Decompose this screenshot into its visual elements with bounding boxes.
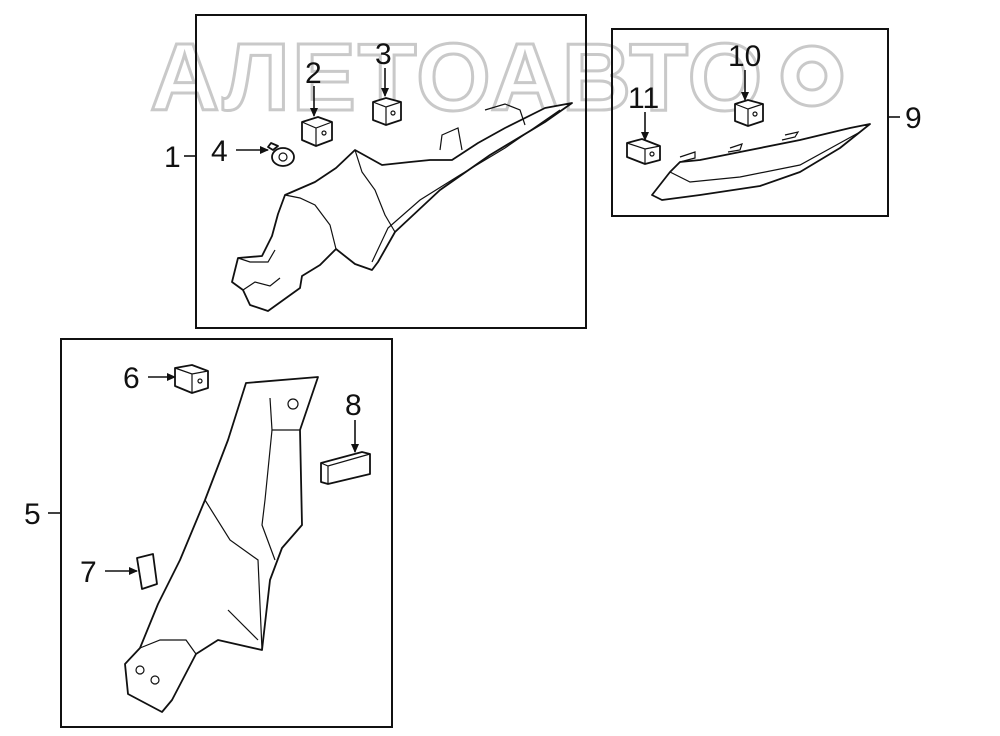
callout-10: 10 xyxy=(728,40,761,73)
part-6-clip xyxy=(174,364,209,394)
callout-1: 1 xyxy=(164,141,181,174)
gear-icon xyxy=(780,44,844,108)
part-3-clip xyxy=(372,97,402,126)
callout-9: 9 xyxy=(905,102,922,135)
part-8-block-pad xyxy=(320,451,371,485)
part-7-pad xyxy=(136,553,158,590)
part-4-screw xyxy=(267,142,295,167)
part-5-lower-pillar-trim xyxy=(124,376,319,713)
part-2-clip xyxy=(301,116,333,147)
callout-2: 2 xyxy=(305,57,322,90)
part-9-trim-strip xyxy=(651,123,871,201)
leaders xyxy=(48,68,900,575)
callout-4: 4 xyxy=(211,135,228,168)
callout-6: 6 xyxy=(123,362,140,395)
callout-labels: 1 2 3 4 5 6 7 8 9 10 11 xyxy=(24,38,922,589)
group-box-1 xyxy=(195,14,587,329)
callout-7: 7 xyxy=(80,556,97,589)
watermark: АЛЕТОАВТО xyxy=(149,23,844,133)
group-box-9 xyxy=(611,28,889,217)
watermark-text: АЛЕТОАВТО xyxy=(150,24,764,131)
callout-5: 5 xyxy=(24,498,41,531)
part-11-clip xyxy=(626,138,661,165)
group-box-5 xyxy=(60,338,393,728)
part-10-clip xyxy=(734,99,764,127)
part-1-upper-trim-panel xyxy=(231,102,573,312)
callout-3: 3 xyxy=(375,38,392,71)
callout-11: 11 xyxy=(628,82,659,115)
callout-8: 8 xyxy=(345,389,362,422)
